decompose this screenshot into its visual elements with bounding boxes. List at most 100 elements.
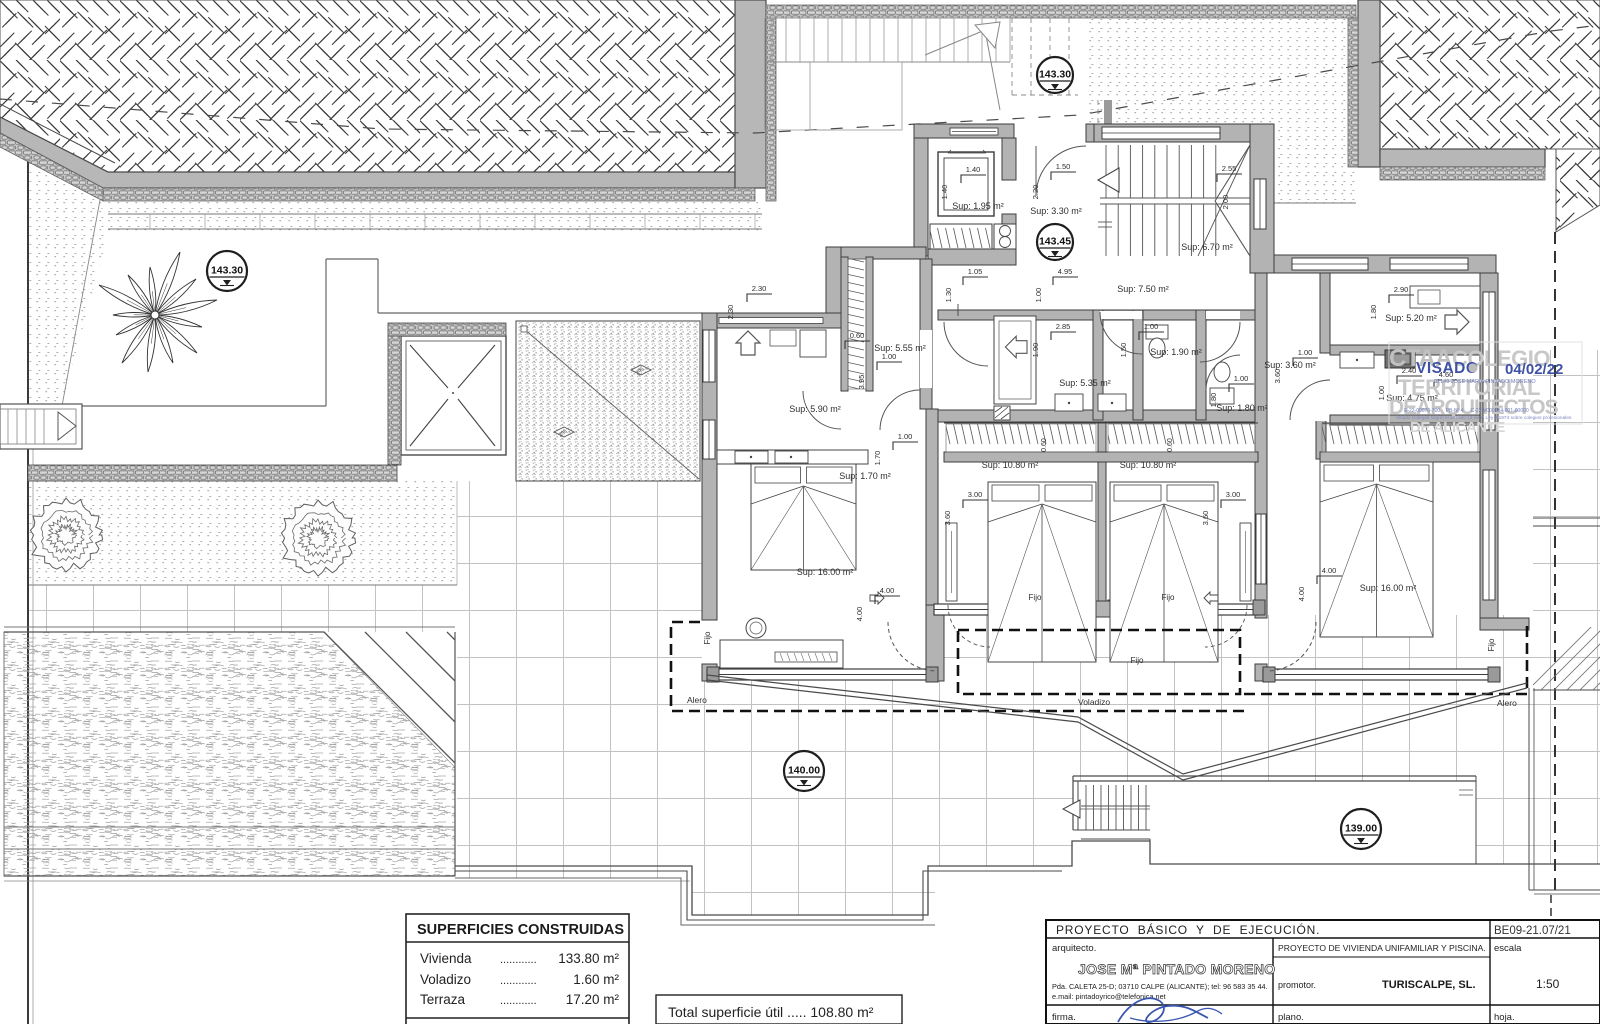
svg-text:2.30: 2.30 [726,305,735,320]
svg-text:1.00: 1.00 [1144,322,1159,331]
svg-text:1.40: 1.40 [966,165,981,174]
svg-text:3.95: 3.95 [857,375,866,390]
svg-text:hoja.: hoja. [1494,1012,1515,1023]
svg-text:firma.: firma. [1052,1012,1076,1023]
svg-text:Sup: 16.00 m²: Sup: 16.00 m² [1360,583,1417,593]
svg-text:TURISCALPE, SL.: TURISCALPE, SL. [1382,979,1476,991]
svg-text:Fijo: Fijo [1029,593,1042,602]
svg-text:Fijo: Fijo [1131,656,1144,665]
svg-text:1.90: 1.90 [1031,343,1040,358]
svg-text:............: ............ [500,975,537,987]
svg-text:PROYECTO BÁSICO Y DE EJECU: PROYECTO BÁSICO Y DE EJECUCIÓN. [1056,922,1320,937]
svg-text:Voladizo: Voladizo [420,972,471,987]
svg-text:1.00: 1.00 [898,432,913,441]
svg-text:Sup: 3.60 m²: Sup: 3.60 m² [1264,360,1316,370]
svg-text:Sup: 3.30 m²: Sup: 3.30 m² [1030,206,1082,216]
svg-text:1.80: 1.80 [1209,393,1218,408]
svg-text:2%: 2% [635,366,646,377]
svg-text:Voladizo: Voladizo [1078,697,1110,707]
svg-text:Sup: 7.50 m²: Sup: 7.50 m² [1117,284,1169,294]
svg-text:Fijo: Fijo [1162,593,1175,602]
svg-text:Sup: 4.75 m²: Sup: 4.75 m² [1386,393,1438,403]
svg-text:E-22-00070-700 PB-Nº 4: E-22-00070-700 PB-Nº 4 C-22-V000234-001-… [1404,408,1529,414]
svg-text:1.05: 1.05 [968,267,983,276]
svg-text:1.00: 1.00 [1034,288,1043,303]
svg-text:2.20: 2.20 [1031,185,1040,200]
svg-text:Sup: 5.20 m²: Sup: 5.20 m² [1385,313,1437,323]
svg-text:3.60: 3.60 [943,511,952,526]
svg-text:143.30: 143.30 [1039,69,1071,81]
svg-text:Terraza: Terraza [420,992,466,1007]
svg-text:............: ............ [500,954,537,966]
svg-text:04/02/22: 04/02/22 [1505,361,1563,378]
svg-text:2%: 2% [558,428,569,439]
svg-text:3.00: 3.00 [968,490,983,499]
svg-text:1.30: 1.30 [944,288,953,303]
svg-text:Sup: 1.95 m²: Sup: 1.95 m² [952,201,1004,211]
svg-text:02149 JOSE MARIA PINTADO MOREN: 02149 JOSE MARIA PINTADO MORENO [1434,379,1536,385]
svg-text:VISADO: VISADO [1416,360,1478,377]
svg-text:Sup: 1.70 m²: Sup: 1.70 m² [839,471,891,481]
svg-text:1.00: 1.00 [882,352,897,361]
svg-text:Sup: 6.70 m²: Sup: 6.70 m² [1181,242,1233,252]
svg-text:2.90: 2.90 [1394,285,1409,294]
svg-text:4.00: 4.00 [855,607,864,622]
svg-text:1.70: 1.70 [873,451,882,466]
svg-text:Alero: Alero [1497,698,1517,708]
svg-text:143.30: 143.30 [211,265,243,277]
svg-text:4.00: 4.00 [1322,566,1337,575]
svg-text:Alero: Alero [687,695,707,705]
svg-text:Fijo: Fijo [703,631,712,644]
svg-text:Sup: 5.90 m²: Sup: 5.90 m² [789,404,841,414]
svg-text:4.95: 4.95 [1058,267,1073,276]
svg-text:BE09-21.07/21: BE09-21.07/21 [1494,925,1571,937]
svg-text:1.80: 1.80 [1369,305,1378,320]
svg-text:1.00: 1.00 [1298,348,1313,357]
svg-text:2.40: 2.40 [1402,366,1417,375]
svg-text:e.mail: pintadoyrico@telefonic: e.mail: pintadoyrico@telefonica.net [1052,992,1166,1001]
svg-text:133.80 m²: 133.80 m² [558,951,619,966]
svg-text:CTAA: CTAA [1389,345,1452,372]
svg-text:Sup: 5.35 m²: Sup: 5.35 m² [1059,378,1111,388]
svg-text:arquitecto.: arquitecto. [1052,943,1096,954]
svg-text:4.60: 4.60 [1439,370,1454,379]
svg-text:PROYECTO DE VIVIENDA UNIFAMILI: PROYECTO DE VIVIENDA UNIFAMILIAR Y PISCI… [1278,943,1486,953]
svg-text:1.60 m²: 1.60 m² [573,972,619,987]
svg-text:Sup: 1.90 m²: Sup: 1.90 m² [1150,347,1202,357]
svg-text:143.45: 143.45 [1039,236,1071,248]
svg-text:DEARQUITECTOS: DEARQUITECTOS [1389,396,1559,419]
svg-text:promotor.: promotor. [1278,980,1316,990]
svg-text:Visado Colegial según el artíc: Visado Colegial según el artículo 13 de … [1396,415,1572,421]
svg-text:17.20 m²: 17.20 m² [566,992,620,1007]
svg-text:3.00: 3.00 [1226,490,1241,499]
svg-text:4.00: 4.00 [1297,587,1306,602]
svg-text:TERRITORIAL: TERRITORIAL [1398,375,1540,400]
svg-text:Sup: 10.80 m²: Sup: 10.80 m² [982,460,1039,470]
svg-text:1.00: 1.00 [1377,386,1386,401]
svg-text:140.00: 140.00 [788,765,820,777]
svg-text:0.60: 0.60 [1041,438,1048,452]
svg-text:4.00: 4.00 [880,586,895,595]
svg-text:escala: escala [1494,943,1522,954]
svg-text:Sup: 1.80 m²: Sup: 1.80 m² [1216,403,1268,413]
svg-text:............: ............ [500,995,537,1007]
svg-text:2.85: 2.85 [1056,322,1071,331]
svg-text:0.60: 0.60 [850,331,865,340]
svg-text:JOSE Mª PINTADO MORENO: JOSE Mª PINTADO MORENO [1078,961,1275,977]
svg-text:2.55: 2.55 [1222,164,1237,173]
svg-text:plano.: plano. [1278,1012,1304,1023]
svg-text:2.30: 2.30 [752,284,767,293]
svg-text:Pda. CALETA 25-D; 03710 CALPE: Pda. CALETA 25-D; 03710 CALPE (ALICANTE)… [1052,982,1268,991]
svg-text:1.40: 1.40 [940,185,949,200]
svg-text:1:50: 1:50 [1536,977,1560,991]
svg-text:3.60: 3.60 [1273,369,1282,384]
svg-text:Total superficie útil ..... 10: Total superficie útil ..... 108.80 m² [668,1004,874,1020]
svg-text:1.00: 1.00 [1234,374,1249,383]
svg-text:1.50: 1.50 [1056,162,1071,171]
svg-text:139.00: 139.00 [1345,823,1377,835]
svg-text:DE ALICANTE: DE ALICANTE [1410,419,1505,436]
svg-text:Vivienda: Vivienda [420,951,472,966]
svg-text:Sup: 10.80 m²: Sup: 10.80 m² [1120,460,1177,470]
svg-text:Sup: 16.00 m²: Sup: 16.00 m² [797,567,854,577]
svg-text:1.50: 1.50 [1119,343,1128,358]
